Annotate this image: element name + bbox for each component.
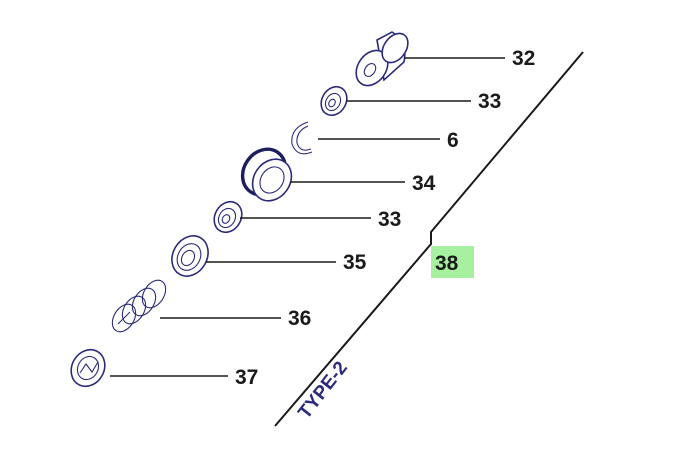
assembly-38-box[interactable]	[431, 246, 474, 278]
assembly-38-highlight[interactable]: 38	[431, 246, 474, 278]
part-37-end-cap	[70, 348, 106, 388]
part-32-sleeve	[355, 31, 409, 87]
type-2-label: TYPE-2	[294, 358, 352, 423]
callout-36: 36	[288, 307, 311, 330]
assembly-38-label[interactable]: 38	[435, 252, 459, 275]
callout-34: 34	[412, 172, 436, 195]
callout-labels: 32 33 6 34 33 35 36 37	[235, 47, 535, 389]
part-34-seal	[240, 147, 293, 202]
part-6-snap-ring	[291, 121, 313, 155]
callout-33-upper: 33	[478, 90, 501, 113]
part-33-washer-lower	[213, 200, 243, 234]
callout-6: 6	[447, 129, 459, 152]
callout-32: 32	[512, 47, 535, 70]
callout-37: 37	[235, 366, 258, 389]
callout-33-lower: 33	[378, 208, 401, 231]
leader-lines	[110, 57, 505, 377]
callout-35: 35	[343, 251, 367, 274]
assembly-bracket	[274, 51, 584, 427]
part-33-washer-upper	[320, 85, 348, 117]
part-36-spring	[111, 279, 167, 333]
part-35-ring	[171, 235, 209, 277]
